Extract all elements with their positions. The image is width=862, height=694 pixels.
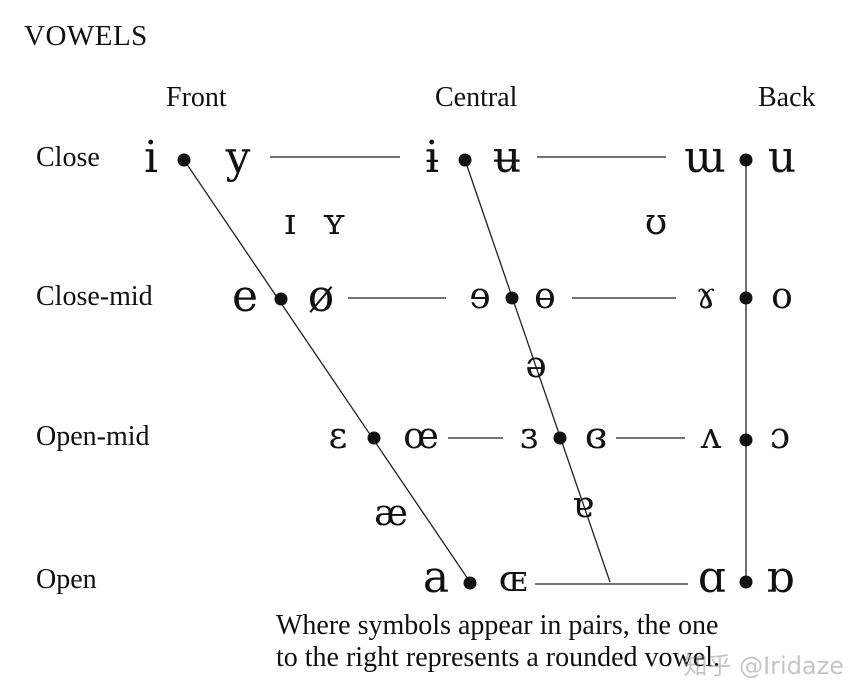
- vowel-close-back-unrounded: ɯ: [684, 132, 726, 183]
- vowel-near-close-back-rounded: ʊ: [644, 202, 668, 243]
- vowel-close-mid-front-rounded: ø: [307, 271, 335, 322]
- vowel-near-close-front-unrounded: ɪ: [284, 202, 296, 243]
- vowel-close-central-unrounded: ɨ: [424, 132, 440, 183]
- vowel-open-back-unrounded: ɑ: [697, 552, 727, 603]
- point-close-mid-back: [739, 291, 753, 305]
- row-label-close: Close: [36, 142, 100, 173]
- vowel-close-central-rounded: ʉ: [492, 132, 522, 183]
- vowel-open-mid-front-rounded: œ: [403, 416, 439, 457]
- vowel-near-open-central: ɐ: [572, 485, 594, 526]
- point-open-front: [463, 576, 477, 590]
- point-close-mid-front: [274, 292, 288, 306]
- point-open-mid-central: [553, 431, 567, 445]
- column-label-front: Front: [166, 82, 227, 113]
- point-close-mid-central: [505, 291, 519, 305]
- vowel-near-open-front: æ: [374, 493, 408, 534]
- watermark: 知乎 @Iridaze: [683, 652, 844, 680]
- vowel-close-back-rounded: u: [767, 132, 797, 183]
- point-open-back: [739, 575, 753, 589]
- row-label-close-mid: Close-mid: [36, 281, 153, 312]
- vowel-close-mid-front-unrounded: e: [231, 271, 259, 322]
- row-label-open-mid: Open-mid: [36, 421, 150, 452]
- central-line: [464, 159, 611, 583]
- chart-title: VOWELS: [24, 20, 148, 52]
- vowel-points: [177, 153, 753, 590]
- caption-line-1: Where symbols appear in pairs, the one: [276, 610, 719, 641]
- vowel-open-mid-front-unrounded: ɛ: [328, 416, 348, 457]
- vowel-close-front-rounded: y: [225, 132, 251, 183]
- vowel-open-mid-central-rounded: ɞ: [584, 416, 608, 457]
- point-close-central: [458, 153, 472, 167]
- vowel-close-mid-central-unrounded: ɘ: [469, 276, 491, 317]
- vowel-open-mid-central-unrounded: ɜ: [519, 416, 539, 457]
- trapezoid-lines: [183, 156, 747, 585]
- vowel-open-mid-back-unrounded: ʌ: [700, 416, 722, 457]
- vowel-close-front-unrounded: i: [143, 132, 159, 183]
- column-label-central: Central: [435, 82, 518, 113]
- vowel-open-front-rounded: ɶ: [498, 559, 528, 600]
- front-line: [183, 159, 471, 583]
- column-label-back: Back: [758, 82, 816, 113]
- vowel-near-close-front-rounded: ʏ: [322, 202, 346, 243]
- vowel-open-mid-back-rounded: ɔ: [769, 416, 791, 457]
- vowel-open-back-rounded: ɒ: [765, 552, 795, 603]
- point-close-back: [739, 153, 753, 167]
- vowel-open-front-unrounded: a: [422, 552, 450, 603]
- vowel-close-mid-back-rounded: o: [771, 276, 793, 317]
- vowel-close-mid-back-unrounded: ɤ: [695, 276, 717, 317]
- vowel-close-mid-central-rounded: ɵ: [534, 276, 556, 317]
- point-open-mid-back: [739, 433, 753, 447]
- caption-line-2: to the right represents a rounded vowel.: [276, 642, 720, 673]
- vowel-mid-central: ə: [525, 345, 547, 386]
- point-close-front: [177, 153, 191, 167]
- row-label-open: Open: [36, 564, 97, 595]
- point-open-mid-front: [367, 431, 381, 445]
